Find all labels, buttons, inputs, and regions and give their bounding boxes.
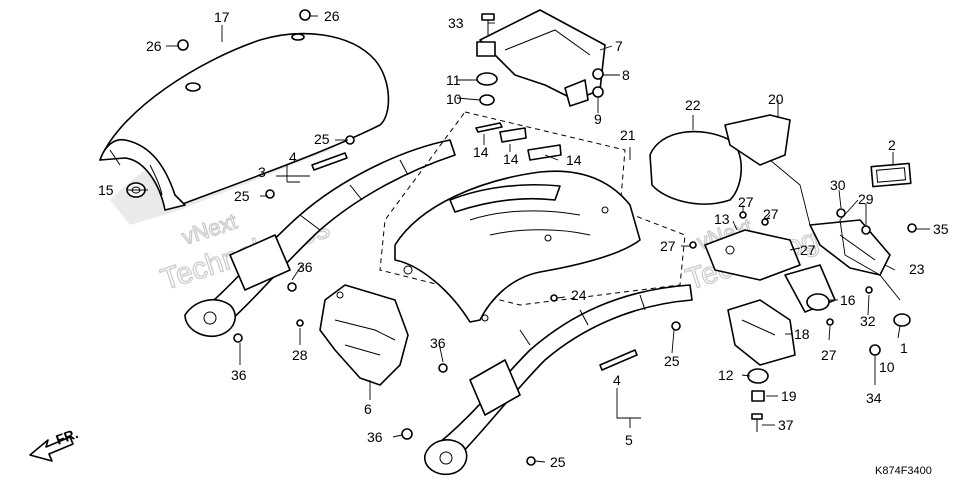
callout-30: 30 [830, 177, 846, 193]
callout-25: 25 [234, 188, 250, 204]
callout-36: 36 [430, 335, 446, 351]
callout-26: 26 [324, 8, 340, 24]
socket-16 [784, 264, 836, 313]
callout-11: 11 [446, 72, 461, 88]
callout-13: 13 [714, 211, 730, 227]
emblem-4-left [311, 152, 348, 171]
side-rail-left-3 [184, 139, 456, 337]
callout-10: 10 [879, 359, 895, 375]
bolt-37 [751, 413, 763, 432]
callout-9: 9 [594, 111, 602, 127]
rear-fender-cover-17 [99, 32, 390, 225]
callout-36: 36 [367, 429, 383, 445]
license-bracket-7 [476, 9, 606, 107]
callout-36: 36 [231, 367, 247, 383]
callout-2: 2 [888, 137, 896, 153]
callout-28: 28 [292, 347, 308, 363]
nut-9 [592, 86, 604, 98]
callout-19: 19 [781, 388, 797, 404]
callout-35: 35 [933, 221, 949, 237]
diagram-code: K874F3400 [875, 465, 932, 477]
callout-labels: 17 26 26 25 4 3 25 15 36 28 36 6 36 36 2… [98, 8, 949, 470]
callout-15: 15 [98, 182, 114, 198]
direction-label: FR. [54, 425, 81, 448]
bracket-20 [724, 114, 791, 166]
front-arrow-icon: FR. [29, 425, 81, 462]
callout-27: 27 [763, 206, 779, 222]
callout-23: 23 [909, 261, 925, 277]
collar-10-top [479, 94, 495, 106]
callout-8: 8 [622, 67, 630, 83]
nut-8 [592, 68, 604, 80]
callout-27: 27 [821, 347, 837, 363]
callout-32: 32 [860, 313, 876, 329]
callout-10: 10 [446, 91, 462, 107]
callout-4: 4 [613, 372, 621, 388]
callout-21: 21 [620, 127, 636, 143]
callout-25: 25 [550, 454, 566, 470]
inner-bracket-6 [319, 284, 409, 386]
callout-4: 4 [289, 149, 297, 165]
callout-1: 1 [900, 340, 908, 356]
callout-29: 29 [858, 191, 874, 207]
callout-27: 27 [660, 238, 676, 254]
callout-3: 3 [258, 164, 266, 180]
stay-bracket-13 [704, 229, 801, 281]
side-rail-right-5 [424, 284, 693, 476]
bolt-33 [481, 13, 495, 35]
callout-7: 7 [615, 38, 623, 54]
callout-27: 27 [800, 242, 816, 258]
callout-14: 14 [566, 152, 582, 168]
leader-lines [128, 15, 930, 463]
callout-17: 17 [214, 9, 230, 25]
rubber-11 [476, 72, 498, 86]
callout-22: 22 [685, 97, 701, 113]
callout-24: 24 [571, 287, 587, 303]
collar-19 [751, 390, 765, 402]
callout-14: 14 [503, 151, 519, 167]
callout-37: 37 [778, 417, 794, 433]
callout-12: 12 [718, 367, 734, 383]
callout-25: 25 [314, 131, 330, 147]
callout-20: 20 [768, 91, 784, 107]
callout-6: 6 [364, 401, 372, 417]
callout-33: 33 [448, 15, 464, 31]
rear-fender-21 [379, 111, 686, 323]
callout-14: 14 [473, 144, 489, 160]
callout-18: 18 [794, 326, 810, 342]
rubber-12 [747, 368, 769, 384]
pad-22 [649, 130, 742, 205]
callout-25: 25 [664, 353, 680, 369]
reflector-2 [870, 162, 912, 188]
decal-14 [475, 122, 562, 161]
callout-36: 36 [297, 259, 313, 275]
callout-5: 5 [625, 432, 633, 448]
callout-27: 27 [738, 194, 754, 210]
bracket-18 [727, 299, 796, 366]
callout-16: 16 [840, 292, 856, 308]
callout-26: 26 [146, 38, 162, 54]
bracket-23 [809, 219, 891, 276]
emblem-4-right [599, 349, 638, 371]
callout-34: 34 [866, 390, 882, 406]
